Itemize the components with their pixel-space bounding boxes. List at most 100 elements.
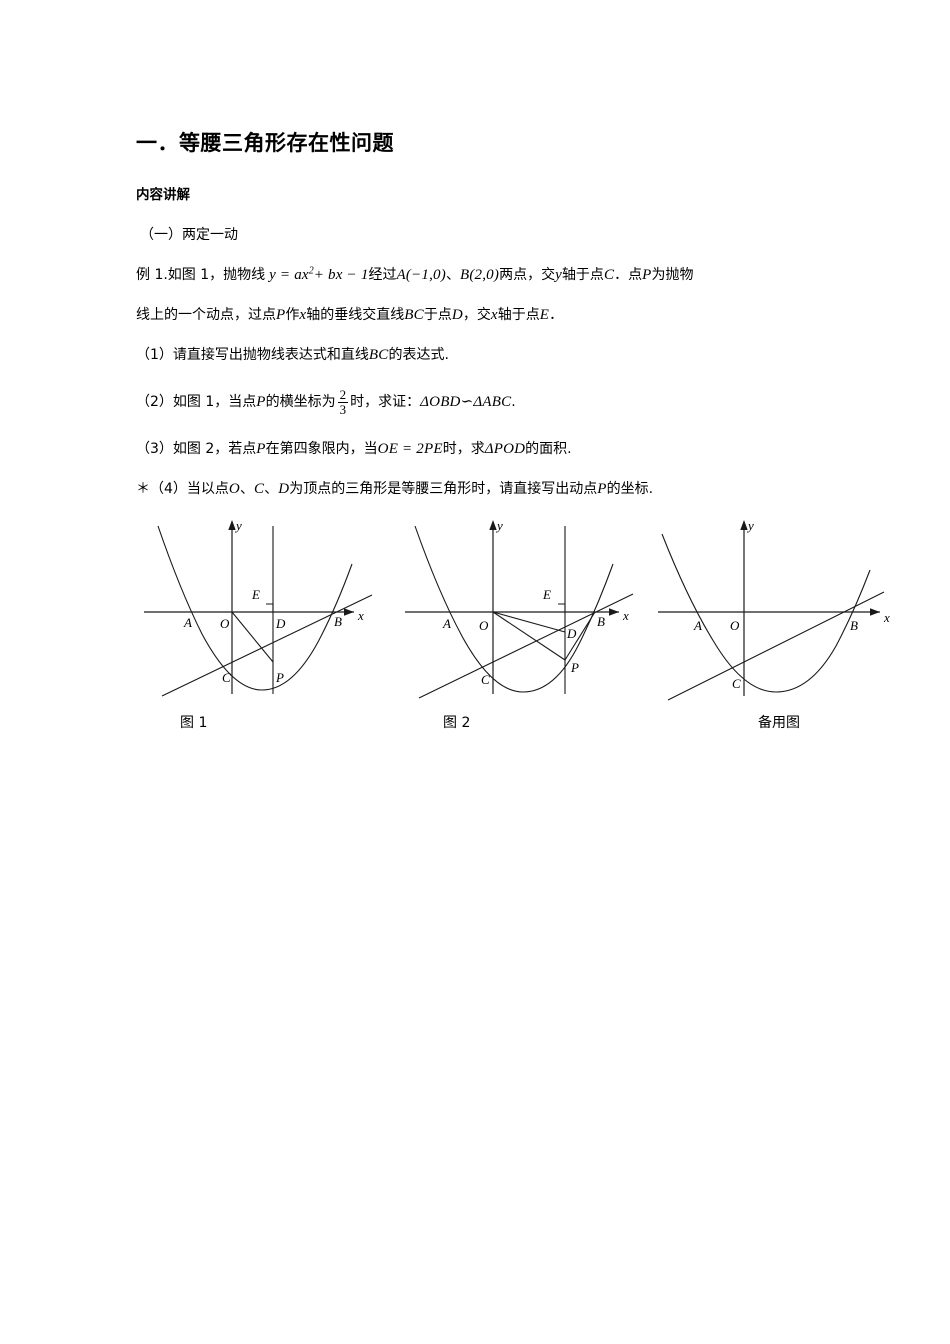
- y-axis: y: [489, 518, 503, 694]
- point-label-c: C: [481, 672, 490, 687]
- problem-point-c: C: [603, 267, 615, 283]
- problem-line2-b: 作: [285, 307, 300, 323]
- right-angle-mark-icon: [558, 603, 566, 612]
- figure-3-caption: 备用图: [758, 715, 800, 731]
- y-axis: y: [228, 518, 242, 694]
- point-label-e: E: [251, 587, 260, 602]
- point-label-b: B: [850, 618, 858, 633]
- y-axis-label: y: [495, 518, 503, 533]
- x-axis-label: x: [622, 608, 629, 623]
- x-axis-arrow: [609, 608, 619, 616]
- problem-point-a: A(−1,0): [396, 267, 446, 283]
- figure-2-caption: 图 2: [443, 715, 471, 731]
- problem-line2-epoint: E: [539, 307, 550, 323]
- point-label-o: O: [479, 618, 489, 633]
- question-2-math-a: P: [256, 394, 266, 410]
- y-axis-arrow: [228, 520, 236, 530]
- problem-line2-f: 轴于点: [497, 307, 540, 323]
- point-label-d: D: [275, 616, 286, 631]
- question-3-text-c: 时，求: [442, 441, 485, 457]
- parabola-curve: [157, 525, 353, 691]
- question-4: ＊（4）当以点O、C、D为顶点的三角形是等腰三角形时，请直接写出动点P的坐标.: [136, 479, 836, 499]
- problem-point-b: B(2,0): [459, 267, 500, 283]
- question-3-math-a: P: [256, 441, 266, 457]
- parabola-curve: [661, 533, 871, 693]
- figure-group: x y A O E: [140, 512, 920, 752]
- problem-line2-p: P: [276, 307, 286, 323]
- question-1-text-b: 的表达式.: [388, 347, 449, 363]
- question-1-text-a: 请直接写出抛物线表达式和直线: [172, 347, 369, 363]
- point-label-p: P: [570, 660, 579, 675]
- parabola-curve: [414, 525, 614, 693]
- point-label-a: A: [693, 618, 702, 633]
- x-axis-label: x: [357, 608, 364, 623]
- question-4-sep-1: 、: [239, 481, 254, 497]
- problem-lead-2: 经过: [368, 267, 397, 283]
- page-title: 一．等腰三角形存在性问题: [136, 131, 394, 155]
- question-2-text-d: .: [511, 394, 516, 410]
- problem-line2-dpoint: D: [451, 307, 463, 323]
- figure-2-svg: x y: [405, 518, 634, 699]
- y-axis-label: y: [746, 518, 754, 533]
- problem-statement-line-2: 线上的一个动点，过点P作x轴的垂线交直线BC于点D，交x轴于点E．: [136, 305, 836, 325]
- question-4-text-a: 当以点: [186, 481, 229, 497]
- document-content: 一．等腰三角形存在性问题 内容讲解 （一）两定一动 例 1.如图 1，抛物线 y…: [136, 128, 836, 499]
- section-heading: 内容讲解: [136, 187, 190, 203]
- problem-line2-d: 于点: [423, 307, 452, 323]
- question-3-text-a: 如图 2，若点: [172, 441, 257, 457]
- question-4-text-b: 为顶点的三角形是等腰三角形时，请直接写出动点: [289, 481, 598, 497]
- figure-2: x y: [405, 512, 653, 752]
- question-2-number: （2）: [136, 394, 173, 410]
- question-4-math-d: P: [597, 481, 607, 497]
- right-angle-mark-icon: [266, 603, 274, 612]
- question-4-sep-2: 、: [264, 481, 279, 497]
- question-3-text-b: 在第四象限内，当: [265, 441, 378, 457]
- question-2-text-a: 如图 1，当点: [172, 394, 257, 410]
- figure-3: x y A O B C 备用图: [658, 512, 906, 752]
- x-axis: x: [144, 608, 364, 623]
- point-label-b: B: [597, 614, 605, 629]
- question-3-number: （3）: [136, 441, 173, 457]
- problem-lead-1: 例 1.如图 1，抛物线: [136, 267, 266, 283]
- point-label-b: B: [334, 614, 342, 629]
- x-axis: x: [405, 608, 629, 623]
- segment-o-d: [492, 611, 566, 633]
- question-3-math-c: ΔPOD: [484, 441, 526, 457]
- problem-line2-bc: BC: [404, 307, 424, 323]
- segment-o-d: [231, 611, 274, 663]
- figure-3-svg: x y A O B C: [658, 518, 890, 701]
- problem-line2-x2: x: [490, 307, 498, 323]
- question-3: （3）如图 2，若点P在第四象限内，当OE = 2PE时，求ΔPOD的面积.: [136, 439, 836, 459]
- problem-equation-exponent: 2: [308, 265, 314, 277]
- point-label-a: A: [442, 616, 451, 631]
- x-axis-arrow: [344, 608, 354, 616]
- problem-line2-x: x: [299, 307, 307, 323]
- line-bc: [418, 593, 634, 699]
- fraction-denominator: 3: [339, 402, 347, 417]
- x-axis-arrow: [870, 608, 880, 616]
- question-2-math-b: ΔOBD∽ΔABC: [420, 394, 512, 410]
- figure-1-svg: x y A O E: [144, 518, 373, 697]
- y-axis: y: [740, 518, 754, 696]
- problem-point-p: P: [642, 267, 652, 283]
- y-axis-arrow: [740, 520, 748, 530]
- line-bc: [161, 594, 373, 697]
- point-label-a: A: [183, 615, 192, 630]
- problem-lead-4: 轴于点: [561, 267, 604, 283]
- y-axis-label: y: [234, 518, 242, 533]
- question-1-number: （1）: [136, 347, 173, 363]
- fraction-bar: [337, 402, 349, 403]
- problem-var-y: y: [555, 267, 562, 283]
- problem-statement-line-1: 例 1.如图 1，抛物线 y = ax2+ bx − 1经过A(−1,0)、B(…: [136, 265, 836, 285]
- point-label-e: E: [542, 587, 551, 602]
- segment-o-p: [492, 611, 566, 661]
- question-1-math-a: BC: [368, 347, 389, 363]
- question-2-text-b: 的横坐标为: [265, 394, 336, 410]
- point-label-d: D: [566, 626, 577, 641]
- figure-1-caption: 图 1: [180, 715, 208, 731]
- problem-line2-g: ．: [549, 307, 564, 323]
- point-label-o: O: [730, 618, 740, 633]
